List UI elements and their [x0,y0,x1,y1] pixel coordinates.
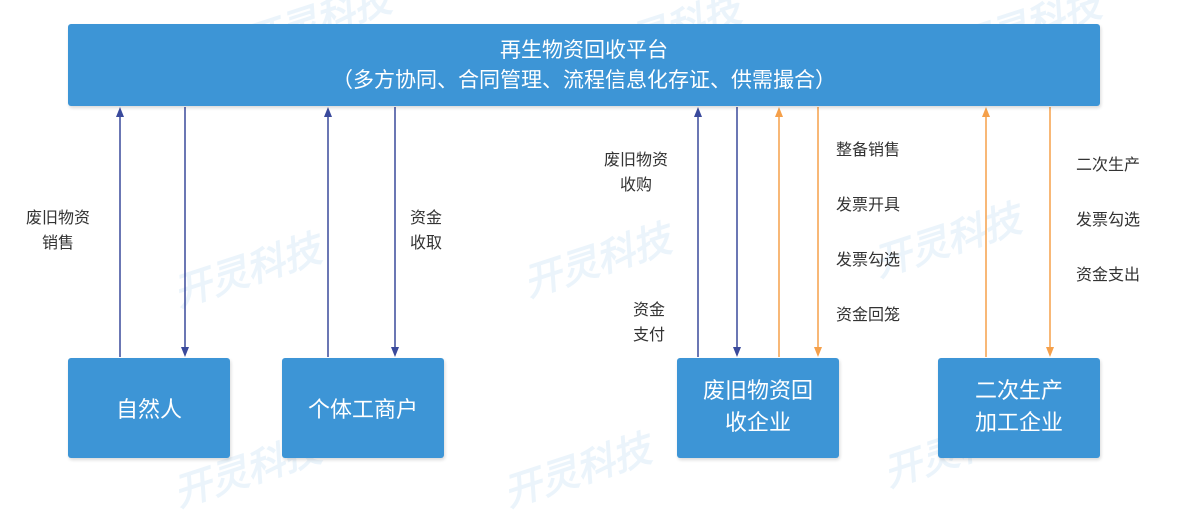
processor-label-line1: 二次生产 [974,379,1063,404]
label-fund-pay: 资金 支付 [633,300,666,344]
individual-business-label: 个体工商户 [307,398,418,423]
label-waste-purchase: 废旧物资 收购 [604,150,669,194]
processor-enterprise-box: 二次生产 加工企业 [938,358,1100,458]
platform-box: 再生物资回收平台 （多方协同、合同管理、流程信息化存证、供需撮合） [68,24,1100,106]
individual-business-box: 个体工商户 [282,358,444,458]
label-secondary-production: 二次生产 [1076,155,1141,174]
recycler-enterprise-box: 废旧物资回 收企业 [677,358,839,458]
platform-title: 再生物资回收平台 [500,38,668,62]
label-invoice-select-recycler: 发票勾选 [836,250,901,269]
label-fund-expense: 资金支出 [1076,265,1141,284]
label-invoice-select-processor: 发票勾选 [1076,210,1141,229]
natural-person-label: 自然人 [115,398,182,423]
label-invoice-issue: 发票开具 [836,195,901,214]
flow-arrows [116,107,1054,357]
recycler-label-line1: 废旧物资回 [702,379,813,404]
label-waste-sale: 废旧物资 销售 [26,208,91,252]
label-fund-return: 资金回笼 [836,305,901,324]
label-prepare-sale: 整备销售 [836,140,901,159]
label-fund-receive: 资金 收取 [410,208,443,252]
natural-person-box: 自然人 [68,358,230,458]
platform-subtitle: （多方协同、合同管理、流程信息化存证、供需撮合） [332,68,836,92]
recycler-label-line2: 收企业 [724,411,791,436]
processor-label-line2: 加工企业 [974,411,1063,436]
